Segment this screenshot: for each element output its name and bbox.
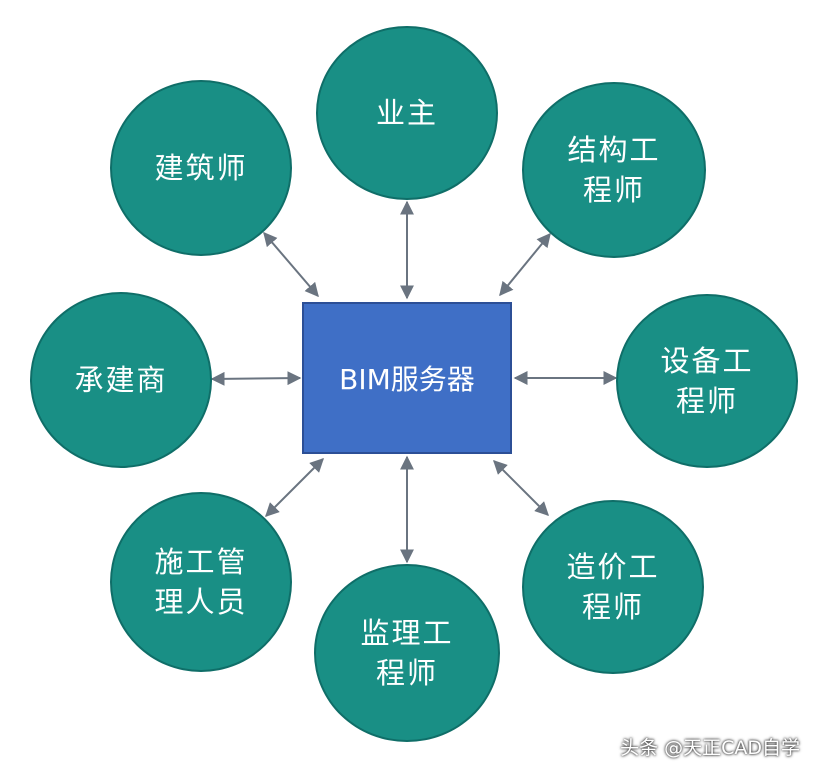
bim-server-label: BIM服务器 [339, 363, 475, 396]
node-structural-label: 结构工程师 [567, 133, 661, 207]
node-owner-label: 业主 [375, 96, 438, 130]
node-equipment-label: 设备工程师 [660, 344, 754, 418]
node-cost: 造价工程师 [522, 500, 704, 674]
node-equipment: 设备工程师 [616, 294, 798, 468]
node-structural: 结构工程师 [522, 82, 706, 258]
node-construction-mgmt: 施工管理人员 [110, 492, 292, 672]
bim-server-box: BIM服务器 [302, 302, 512, 454]
node-supervision: 监理工程师 [314, 564, 500, 742]
node-contractor-label: 承建商 [74, 363, 168, 397]
node-owner: 业主 [316, 26, 498, 200]
node-supervision-label: 监理工程师 [360, 616, 454, 690]
arrow-architect [263, 231, 319, 298]
node-contractor: 承建商 [30, 292, 212, 468]
watermark: 头条 @天正CAD自学 [620, 737, 800, 759]
node-architect: 建筑师 [110, 80, 292, 256]
arrow-cost [493, 460, 549, 516]
arrow-structural [499, 232, 551, 297]
node-cost-label: 造价工程师 [566, 550, 660, 624]
arrow-construction-mgmt [265, 458, 324, 517]
arrow-contractor [210, 371, 302, 386]
node-architect-label: 建筑师 [154, 151, 248, 185]
node-construction-mgmt-label: 施工管理人员 [154, 545, 248, 619]
